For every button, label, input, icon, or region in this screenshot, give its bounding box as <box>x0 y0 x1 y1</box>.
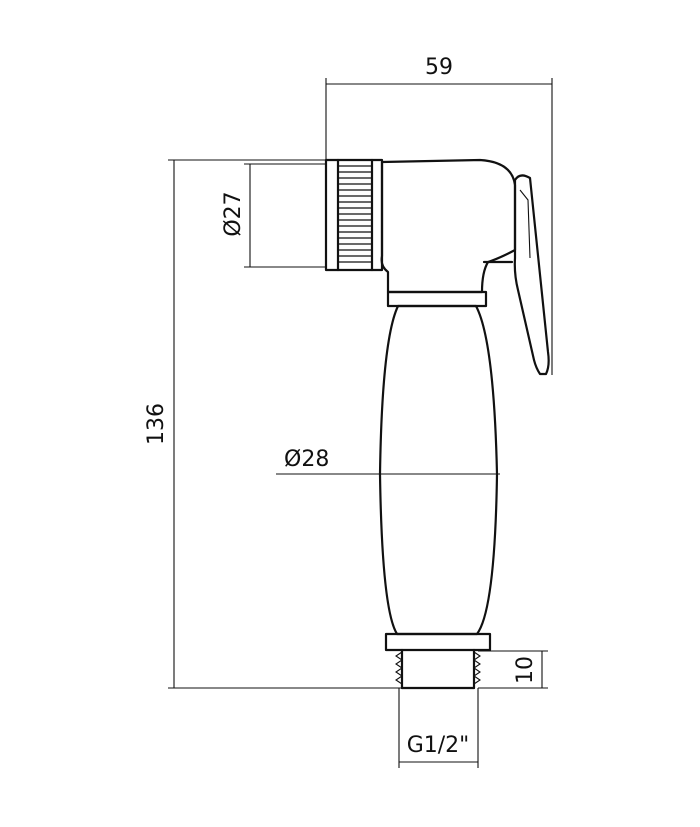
dimension-handle-diameter: Ø28 <box>276 447 500 475</box>
sprayer-head <box>380 158 517 308</box>
inlet-nut <box>324 158 384 272</box>
dimension-height-label: 136 <box>144 403 169 445</box>
dimension-thread: G1/2" <box>398 688 479 768</box>
dimension-width-label: 59 <box>425 55 453 80</box>
dimension-thread-length: 10 <box>478 650 548 689</box>
dimension-width: 59 <box>325 55 553 375</box>
base-collar <box>384 632 492 652</box>
dimension-inlet-diameter-label: Ø27 <box>221 191 246 236</box>
sprayer-handle <box>378 304 499 636</box>
dimension-handle-diameter-label: Ø28 <box>284 447 329 472</box>
trigger-lever <box>513 174 550 376</box>
knurl-pattern <box>338 165 372 263</box>
dimension-thread-label: G1/2" <box>407 733 470 758</box>
dimension-inlet-diameter: Ø27 <box>221 163 326 268</box>
dimension-thread-length-label: 10 <box>513 656 538 684</box>
dimension-height: 136 <box>144 159 402 689</box>
threaded-connector <box>395 648 481 690</box>
